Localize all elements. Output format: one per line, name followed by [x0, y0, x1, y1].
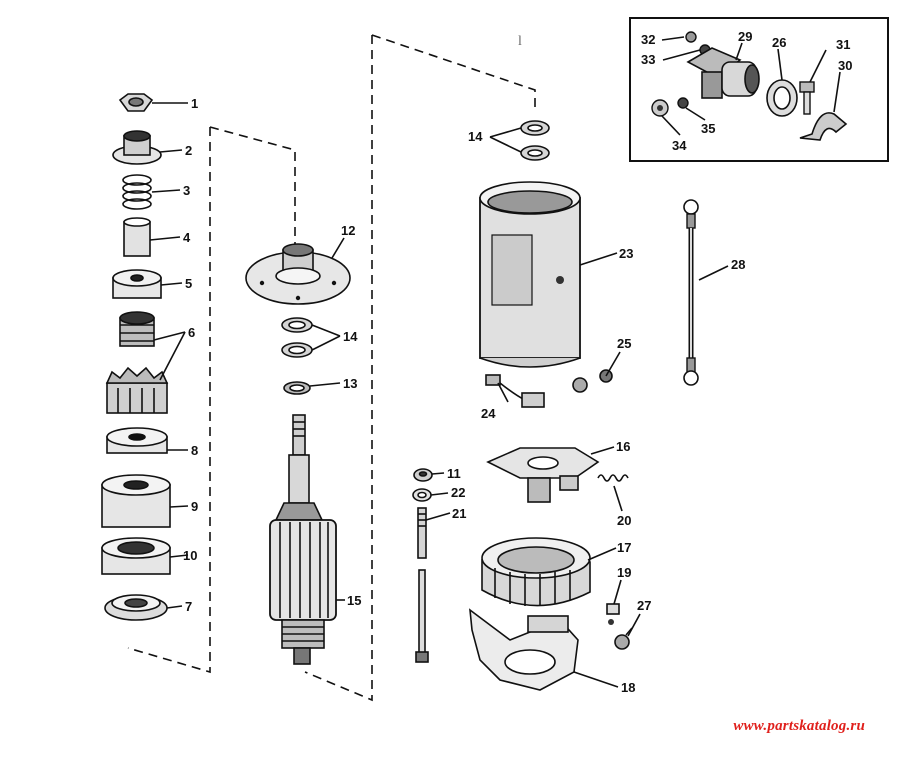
callout-10: 10	[183, 548, 197, 563]
callout-15: 15	[347, 593, 361, 608]
callout-31: 31	[836, 37, 850, 52]
part-1-nut	[118, 93, 154, 112]
callout-7: 7	[185, 599, 192, 614]
part-14-washers-pair-right	[520, 120, 550, 161]
part-20-brush-springs	[597, 474, 629, 482]
callout-32: 32	[641, 32, 655, 47]
part-26-boot	[766, 79, 798, 117]
leader-lines	[149, 36, 841, 688]
callout-13: 13	[343, 376, 357, 391]
part-8-washer	[106, 427, 168, 454]
part-22-lock-washer	[412, 488, 432, 502]
part-18-mounting-bracket	[469, 608, 579, 691]
callout-3: 3	[183, 183, 190, 198]
callout-17: 17	[617, 540, 631, 555]
callout-6: 6	[188, 325, 195, 340]
callout-34: 34	[672, 138, 687, 153]
part-28-battery-cable	[683, 199, 699, 386]
callout-24: 24	[481, 406, 496, 421]
part-2-cap	[112, 130, 162, 165]
part-27-screw	[614, 627, 633, 650]
callout-26: 26	[772, 35, 786, 50]
callout-35: 35	[701, 121, 715, 136]
part-35-lock-washer	[677, 97, 689, 109]
part-31-bolt	[799, 81, 815, 115]
callout-1: 1	[191, 96, 198, 111]
callout-33: 33	[641, 52, 655, 67]
callout-numbers: 1 2 3 4 5 6 8 9 10 7 12 14 13 15 11 22 2…	[183, 29, 852, 695]
part-7-thrust-washer	[104, 594, 168, 621]
callout-16: 16	[616, 439, 630, 454]
callout-27: 27	[637, 598, 651, 613]
part-3-spring	[122, 174, 152, 210]
part-25-terminal-screw	[572, 369, 613, 393]
assembly-dashed-line-right	[304, 34, 536, 702]
part-32-nut	[685, 31, 697, 43]
callout-19: 19	[617, 565, 631, 580]
part-24-field-lead	[485, 374, 545, 408]
callout-11: 11	[447, 466, 461, 481]
callout-25: 25	[617, 336, 631, 351]
callout-29: 29	[738, 29, 752, 44]
callout-21: 21	[452, 506, 466, 521]
part-23-field-frame	[479, 181, 581, 368]
part-14-washers-pair-center	[281, 317, 313, 358]
assembly-dashed-line-left	[127, 126, 296, 674]
solenoid-inset-box	[629, 17, 889, 162]
callout-8: 8	[191, 443, 198, 458]
part-30-clamp	[799, 112, 848, 141]
callout-14-center: 14	[343, 329, 358, 344]
callout-5: 5	[185, 276, 192, 291]
part-10-bushing	[101, 537, 171, 575]
part-11-lock-nut	[413, 468, 433, 482]
stray-mark: l	[518, 34, 522, 49]
callout-2: 2	[185, 143, 192, 158]
part-12-drive-end-plate	[245, 243, 351, 305]
callout-30: 30	[838, 58, 852, 73]
part-21-through-bolt	[415, 507, 429, 663]
callout-4: 4	[183, 230, 191, 245]
part-13-washer	[283, 381, 311, 395]
callout-18: 18	[621, 680, 635, 695]
callout-23: 23	[619, 246, 633, 261]
part-29-solenoid-body	[686, 47, 760, 99]
part-17-commutator-end-head	[481, 537, 591, 607]
callout-28: 28	[731, 257, 745, 272]
part-6-drive-pinion	[105, 311, 169, 414]
part-9-bearing-ring	[101, 474, 171, 528]
callout-20: 20	[617, 513, 631, 528]
part-5-collar	[112, 269, 162, 299]
callout-14-right: 14	[468, 129, 483, 144]
part-34-nut	[651, 99, 669, 117]
callout-9: 9	[191, 499, 198, 514]
part-4-sleeve	[123, 217, 151, 257]
watermark-text: www.partskatalog.ru	[733, 718, 865, 734]
part-15-armature	[269, 414, 337, 665]
part-16-brush-plate	[486, 447, 600, 503]
part-19-insulator	[606, 603, 620, 625]
callout-22: 22	[451, 485, 465, 500]
callout-12: 12	[341, 223, 355, 238]
